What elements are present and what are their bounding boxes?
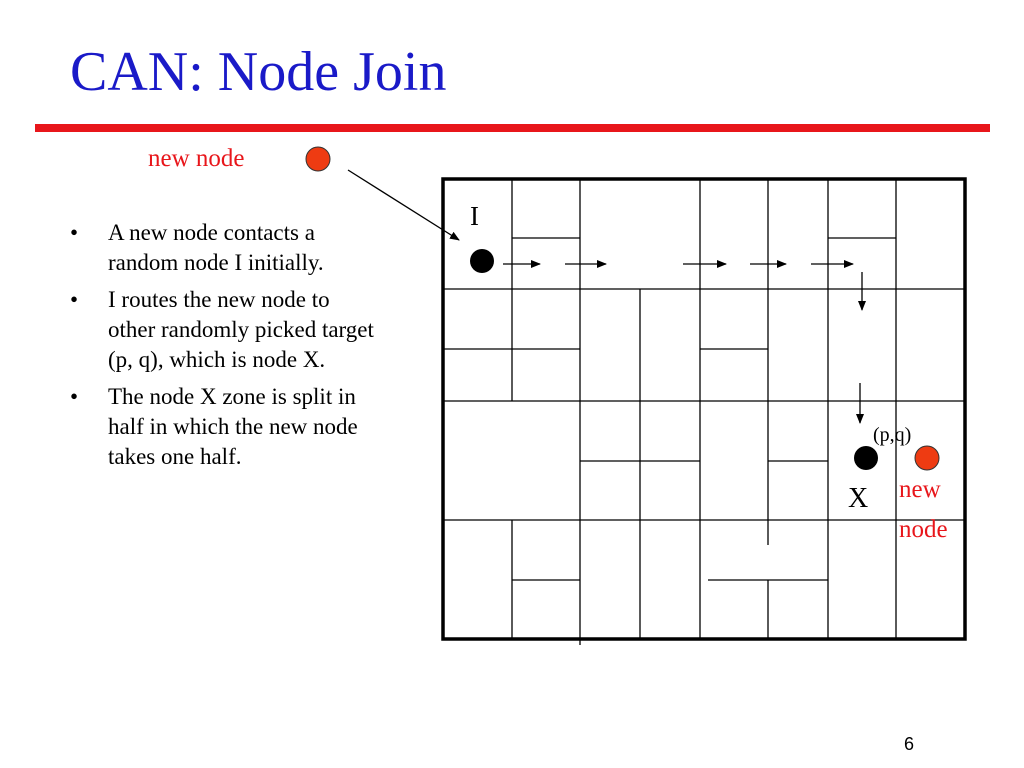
zone-grid [441,177,967,645]
bullet-marker: • [70,220,79,245]
bullet-list: • A new node contacts a random node I in… [70,218,380,479]
page-number: 6 [904,734,915,754]
bullet-marker: • [70,287,79,312]
node-x-marker [854,446,878,470]
bullet-marker: • [70,384,79,409]
bullet-item: • The node X zone is split in half in wh… [70,382,380,472]
node-x-label: X [848,483,868,514]
new-node-label: new node [148,145,245,172]
new-node-label-right-line2: node [899,516,948,543]
new-node-marker [305,146,331,172]
join-request-arrow [347,169,460,241]
slide-title: CAN: Node Join [70,41,447,103]
bullet-text: The node X zone is split in half in whic… [108,384,358,469]
bullet-text: A new node contacts a random node I init… [108,220,324,275]
bullet-item: • I routes the new node to other randoml… [70,285,380,375]
new-node-joined-marker [914,445,940,471]
bullet-item: • A new node contacts a random node I in… [70,218,380,278]
coordinate-space-border [441,177,967,641]
node-i-label: I [470,201,479,231]
title-divider [35,124,990,132]
node-i-marker [470,249,494,273]
routing-path [347,169,866,424]
bullet-text: I routes the new node to other randomly … [108,287,374,372]
target-point-label: (p,q) [873,424,911,446]
new-node-label-right-line1: new [899,476,941,503]
